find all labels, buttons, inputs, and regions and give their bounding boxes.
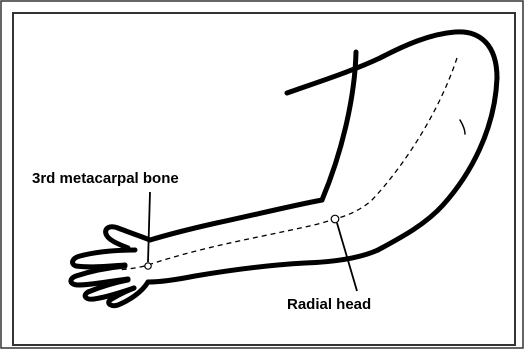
arm-outline [71,32,497,306]
thumb-contour [106,227,150,248]
forearm-bottom-contour [148,250,378,282]
elbow-crease [460,120,465,134]
forearm-top-contour [150,200,322,240]
shoulder-top-contour [287,32,497,93]
radial-head-label: Radial head [287,296,371,314]
metacarpal-marker [145,263,151,269]
metacarpal-leader-line [148,192,150,262]
axis-dashed-line [118,58,457,270]
radial-head-marker [331,215,339,223]
metacarpal-label: 3rd metacarpal bone [32,170,179,188]
